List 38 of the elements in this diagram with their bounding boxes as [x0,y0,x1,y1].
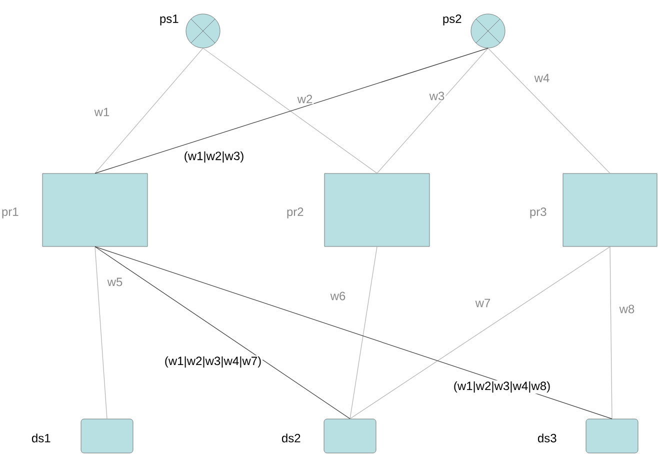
box [42,173,148,247]
edge-label: w7 [474,298,492,308]
edge-label: w3 [428,90,446,102]
connector-line [202,48,378,174]
edge-label: w1 [93,106,111,118]
box [80,418,134,454]
node-label: ps2 [443,14,462,26]
box [324,173,430,247]
node-label: pr2 [287,208,304,218]
box [586,418,638,454]
connector-line [94,246,612,420]
node-label: ps1 [160,14,178,26]
node-label: pr3 [530,208,546,218]
edge-label: w6 [329,290,347,302]
crossed-circle [186,14,220,48]
box [562,173,658,247]
node-label: ds1 [32,434,50,442]
edge-label: w5 [106,276,124,288]
connector-line [610,246,612,420]
edge-label: w4 [533,72,551,84]
edge-label: w2 [296,94,314,104]
edge-label: (w1|w2|w3|w4|w8) [452,380,552,394]
connector-line [376,48,488,174]
connector-line [94,246,108,420]
box [324,418,376,454]
connector-line [350,246,610,420]
edge-label: (w1|w2|w3) [182,150,246,164]
node-label: pr1 [2,208,18,218]
connector-line [94,246,350,420]
connector-line [350,246,378,420]
connector-line [488,48,610,174]
node-label: ds2 [282,434,300,442]
connector-line [94,48,204,174]
crossed-circle [470,14,506,48]
edge-label: w8 [618,304,636,314]
node-label: ds3 [538,434,556,442]
edge-label: (w1|w2|w3|w4|w7) [163,355,263,369]
connector-line [94,48,488,174]
